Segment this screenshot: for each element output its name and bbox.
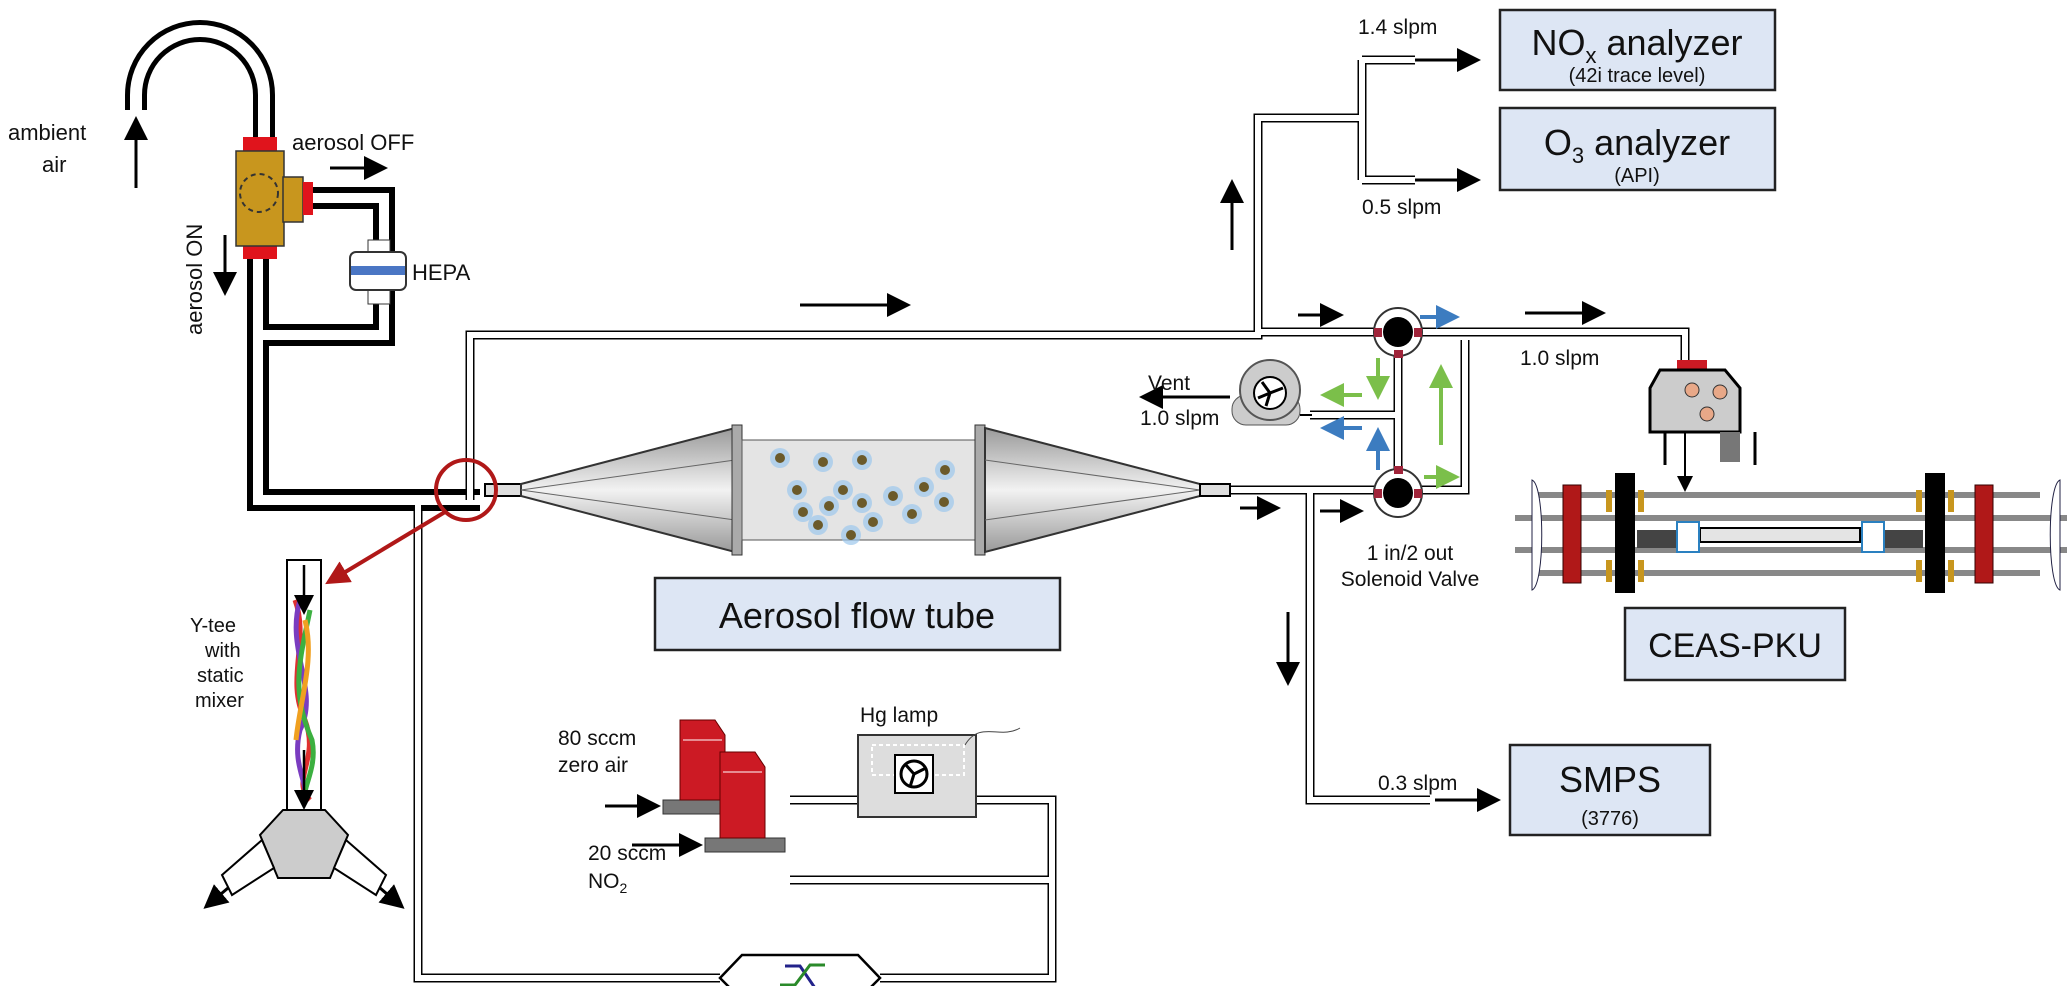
valve-label-1: 1 in/2 out bbox=[1367, 542, 1454, 565]
aerosol-particle bbox=[792, 485, 802, 495]
ambient-inlet bbox=[125, 20, 275, 142]
vent-label: Vent bbox=[1148, 372, 1190, 395]
aerosol-particle bbox=[868, 517, 878, 527]
ambient-air-label: ambient bbox=[8, 120, 86, 145]
solenoid-valve-top bbox=[1373, 307, 1423, 358]
aerosol-particle bbox=[818, 457, 828, 467]
aerosol-particle bbox=[846, 530, 856, 540]
flow-tube-label-box bbox=[653, 576, 1062, 652]
aerosol-particle bbox=[775, 453, 785, 463]
nox-flow-label: 1.4 slpm bbox=[1358, 16, 1437, 39]
no2-label-2: NO2 bbox=[588, 870, 628, 896]
solenoid-valve-bottom bbox=[1373, 466, 1423, 518]
hg-lamp-label: Hg lamp bbox=[860, 704, 938, 727]
o3-analyzer-model: (API) bbox=[1614, 165, 1660, 187]
aerosol-on-label: aerosol ON bbox=[182, 224, 207, 335]
hepa-filter bbox=[349, 239, 407, 305]
valve-flow-arrows bbox=[1320, 305, 1460, 489]
ceas-cell bbox=[1515, 360, 2067, 593]
o3-analyzer-box bbox=[1498, 106, 1777, 192]
aerosol-particle bbox=[888, 491, 898, 501]
vent-flow-label: 1.0 slpm bbox=[1140, 407, 1219, 430]
vent-pump bbox=[1231, 359, 1312, 426]
aerosol-particle bbox=[824, 501, 834, 511]
inlet-tubing bbox=[247, 187, 480, 511]
aerosol-particle bbox=[940, 465, 950, 475]
aerosol-off-label: aerosol OFF bbox=[292, 130, 414, 155]
smps-box bbox=[1508, 743, 1712, 837]
ytee-label-4: mixer bbox=[195, 690, 244, 712]
smps-flow-label: 0.3 slpm bbox=[1378, 772, 1457, 795]
nox-analyzer-model: (42i trace level) bbox=[1569, 65, 1706, 87]
zero-air-label-2: zero air bbox=[558, 754, 628, 777]
flow-tube-label: Aerosol flow tube bbox=[719, 595, 995, 636]
aerosol-flow-tube bbox=[484, 424, 1231, 556]
ytee-label-1: Y-tee bbox=[190, 615, 236, 637]
y-tee-mixer bbox=[203, 559, 405, 909]
aerosol-particle bbox=[857, 455, 867, 465]
sample-tubing bbox=[413, 55, 1690, 983]
hg-lamp bbox=[857, 727, 1021, 818]
converter bbox=[718, 953, 882, 986]
o3-analyzer-name: O3 analyzer bbox=[1544, 122, 1730, 168]
mixer-callout-circle bbox=[434, 458, 498, 522]
valve-label-2: Solenoid Valve bbox=[1341, 568, 1480, 591]
aerosol-particle bbox=[838, 485, 848, 495]
three-way-valve bbox=[235, 137, 313, 259]
aerosol-particle bbox=[813, 520, 823, 530]
smps-name: SMPS bbox=[1559, 759, 1661, 800]
ytee-label-3: static bbox=[197, 665, 244, 687]
aerosol-particle bbox=[907, 509, 917, 519]
ytee-label-2: with bbox=[204, 640, 241, 662]
no2-label-1: 20 sccm bbox=[588, 842, 666, 865]
smps-model: (3776) bbox=[1581, 808, 1639, 830]
aerosol-particle bbox=[939, 497, 949, 507]
ceas-label: CEAS-PKU bbox=[1648, 627, 1822, 665]
aerosol-particle bbox=[857, 498, 867, 508]
nox-analyzer-name: NOx analyzer bbox=[1531, 22, 1742, 68]
aerosol-particle bbox=[798, 507, 808, 517]
zero-air-label-1: 80 sccm bbox=[558, 727, 636, 750]
mass-flow-controllers bbox=[662, 719, 786, 853]
ceas-flow-label: 1.0 slpm bbox=[1520, 347, 1599, 370]
ceas-label-box bbox=[1623, 606, 1847, 682]
callout-arrow bbox=[325, 510, 447, 585]
nox-analyzer-box bbox=[1498, 8, 1777, 92]
ambient-air-label-2: air bbox=[42, 152, 66, 177]
hepa-label: HEPA bbox=[412, 260, 471, 285]
aerosol-particle bbox=[919, 482, 929, 492]
o3-flow-label: 0.5 slpm bbox=[1362, 196, 1441, 219]
